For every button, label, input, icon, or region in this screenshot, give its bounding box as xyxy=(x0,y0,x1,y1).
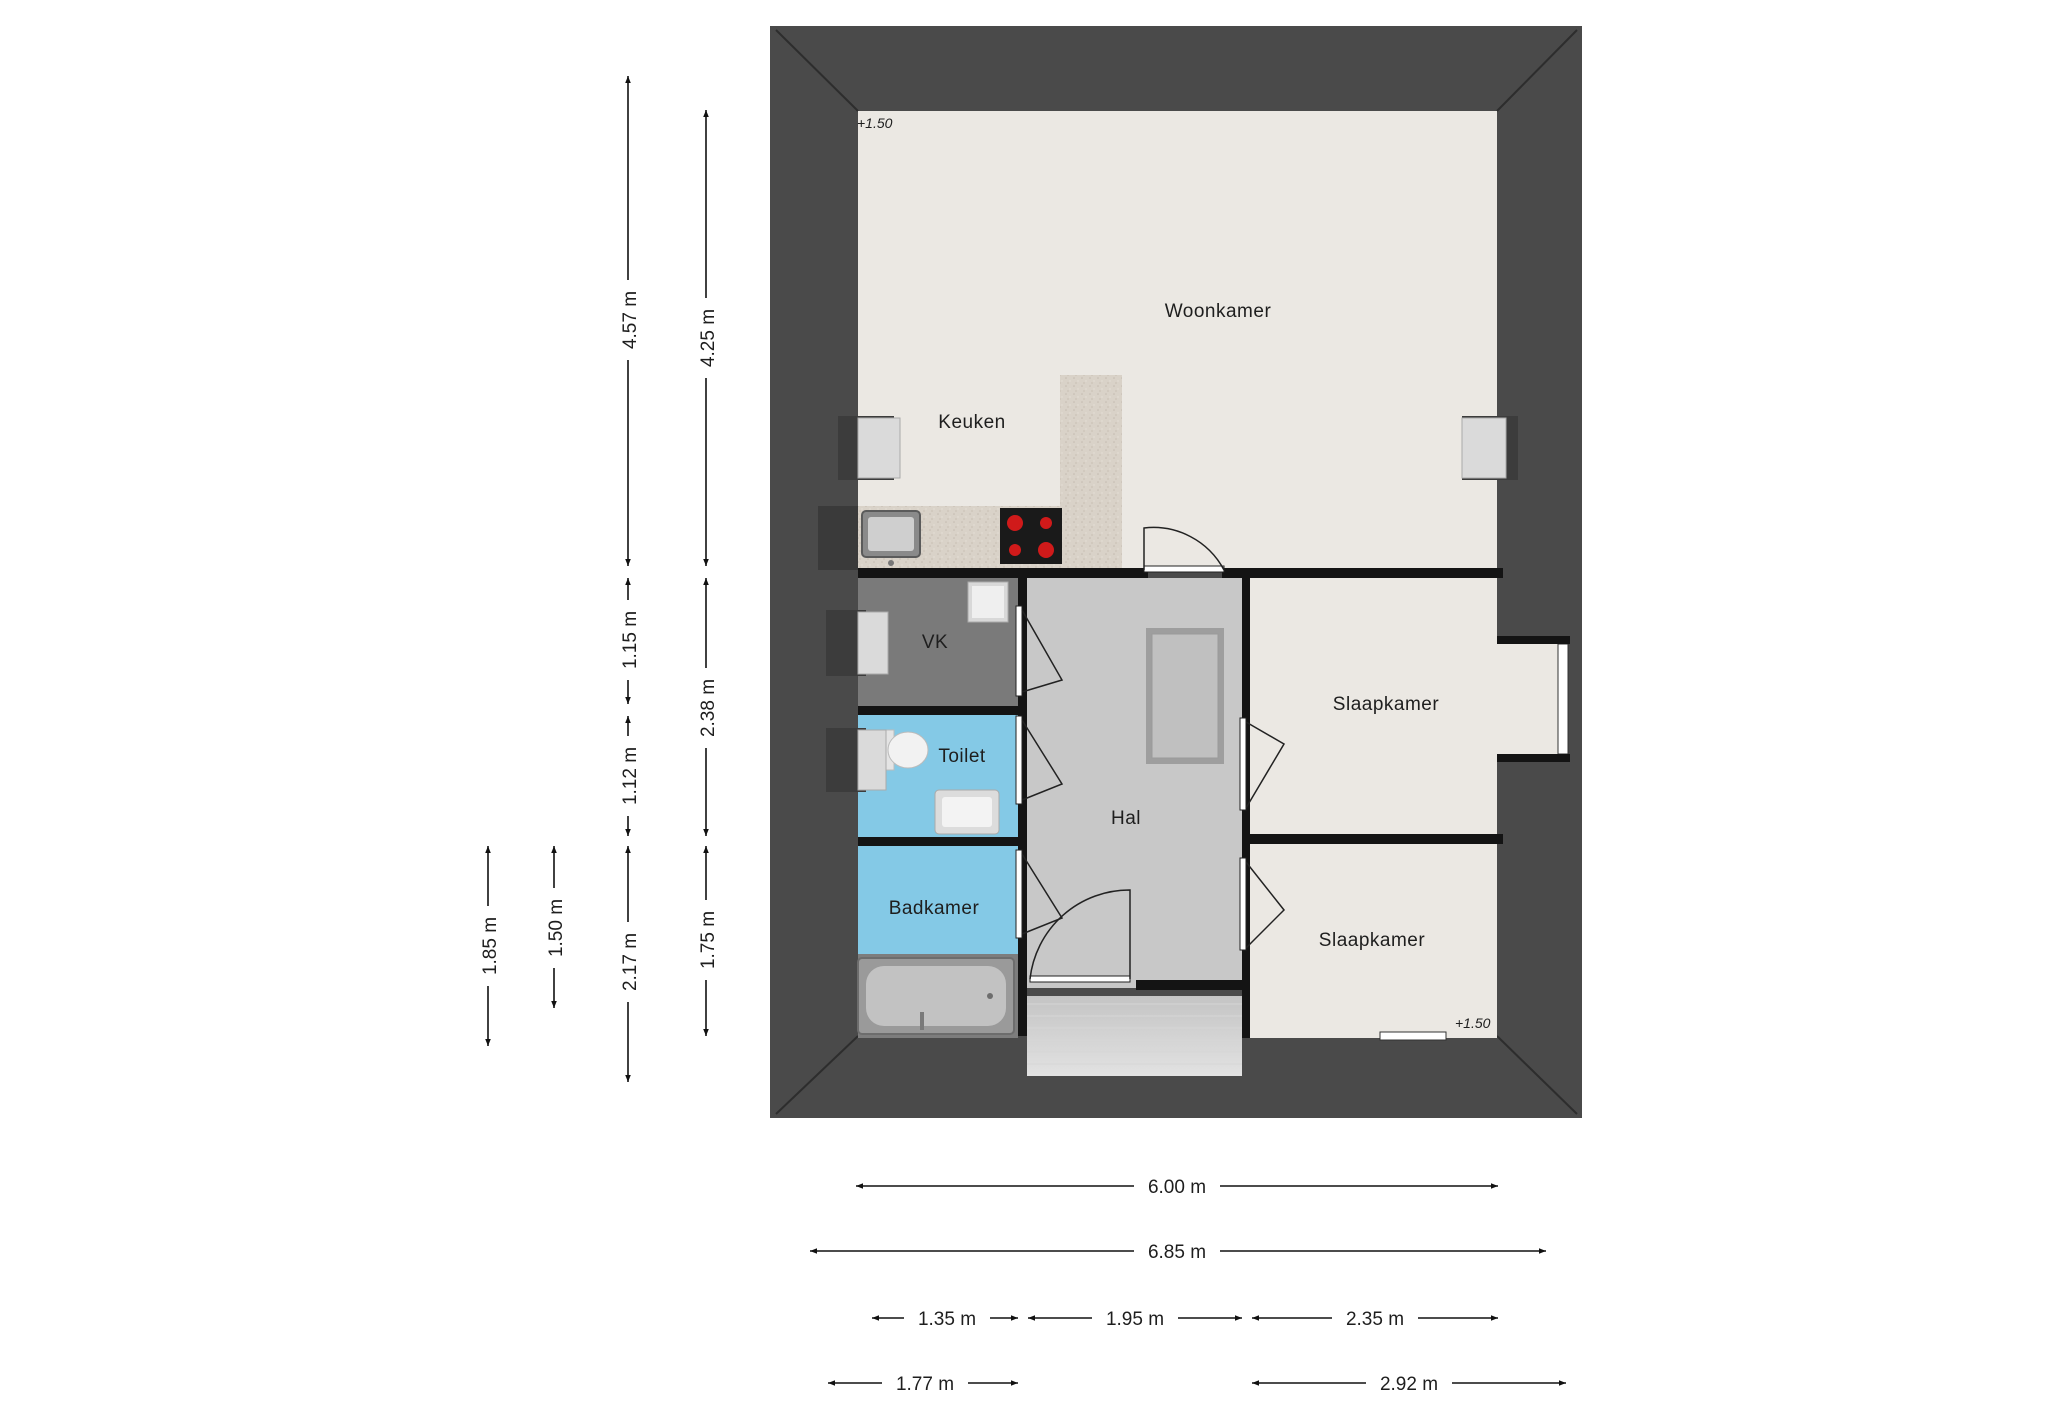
room-label-badkamer: Badkamer xyxy=(889,898,980,919)
dim-label-1-35: 1.35 m xyxy=(918,1309,976,1330)
dim-label-6-00: 6.00 m xyxy=(1148,1177,1206,1198)
door-toilet xyxy=(1015,715,1064,805)
dim-label-1-77: 1.77 m xyxy=(896,1374,954,1395)
room-label-vk: VK xyxy=(922,632,948,653)
room-label-woonkamer: Woonkamer xyxy=(1165,301,1272,322)
dim-label-1-12: 1.12 m xyxy=(620,747,641,805)
kitchen-counter-vertical xyxy=(1060,375,1122,571)
floor-woonkamer xyxy=(858,111,1497,571)
dim-label-4-25: 4.25 m xyxy=(698,309,719,367)
skylight-vk xyxy=(857,611,889,675)
level-label-bottom: +1.50 xyxy=(1455,1015,1491,1031)
door-woonkamer xyxy=(1143,526,1225,573)
dim-label-1-85: 1.85 m xyxy=(480,917,501,975)
floor-badkamer xyxy=(858,846,1018,954)
dim-label-1-95: 1.95 m xyxy=(1106,1309,1164,1330)
dim-label-1-15: 1.15 m xyxy=(620,611,641,669)
door-slaapkamer-1 xyxy=(1239,717,1286,811)
dim-label-2-92: 2.92 m xyxy=(1380,1374,1438,1395)
sanitary-fittings xyxy=(857,581,1015,1035)
washbasin-icon xyxy=(934,789,1000,835)
room-label-keuken: Keuken xyxy=(938,412,1005,433)
window-slaapkamer-1 xyxy=(1557,643,1569,755)
floor-slaapkamer-2 xyxy=(1250,844,1497,1038)
room-label-slaapkamer-1: Slaapkamer xyxy=(1333,694,1440,715)
vk-appliance-icon xyxy=(967,581,1009,623)
horizontal-dimensions: 6.00 m 6.85 m 1.35 m 1.95 m 2.35 m 1.77 … xyxy=(810,1172,1566,1397)
stairs xyxy=(1027,996,1242,1076)
doors xyxy=(1015,526,1286,983)
dim-label-2-38: 2.38 m xyxy=(698,679,719,737)
skylight-toilet xyxy=(857,729,887,791)
skylight-hal xyxy=(1151,633,1219,759)
room-labels: Woonkamer Keuken VK Toilet Badkamer Hal … xyxy=(857,115,1491,1031)
door-slaapkamer-2 xyxy=(1239,857,1286,951)
dim-label-1-50: 1.50 m xyxy=(546,899,567,957)
bathtub-icon xyxy=(857,957,1015,1035)
door-hal-stair xyxy=(1029,889,1131,983)
room-label-hal: Hal xyxy=(1111,808,1141,829)
sink-icon xyxy=(861,510,921,566)
dim-label-6-85: 6.85 m xyxy=(1148,1242,1206,1263)
vertical-dimensions: 4.57 m 1.15 m 1.12 m 2.17 m 4.25 m 2.38 … xyxy=(474,76,720,1082)
dim-label-2-35: 2.35 m xyxy=(1346,1309,1404,1330)
floors xyxy=(858,111,1563,1076)
stair-treads xyxy=(1027,1003,1242,1065)
window-slaapkamer-2 xyxy=(1379,1031,1447,1041)
skylights xyxy=(826,416,1569,1041)
room-label-slaapkamer-2: Slaapkamer xyxy=(1319,930,1426,951)
level-label-top: +1.50 xyxy=(857,115,893,131)
cooktop-icon xyxy=(1000,508,1062,564)
dim-label-1-75: 1.75 m xyxy=(698,911,719,969)
floor-slaapkamer-1-bay xyxy=(1497,644,1563,754)
door-vk xyxy=(1015,605,1064,697)
floor-slaapkamer-1 xyxy=(1250,578,1497,834)
dim-label-2-17: 2.17 m xyxy=(620,933,641,991)
door-badkamer xyxy=(1015,849,1064,939)
dim-label-4-57: 4.57 m xyxy=(620,291,641,349)
skylight-keuken xyxy=(857,417,901,479)
kitchen-fittings xyxy=(818,375,1122,571)
skylight-woonkamer xyxy=(1461,417,1507,479)
room-label-toilet: Toilet xyxy=(938,746,986,767)
